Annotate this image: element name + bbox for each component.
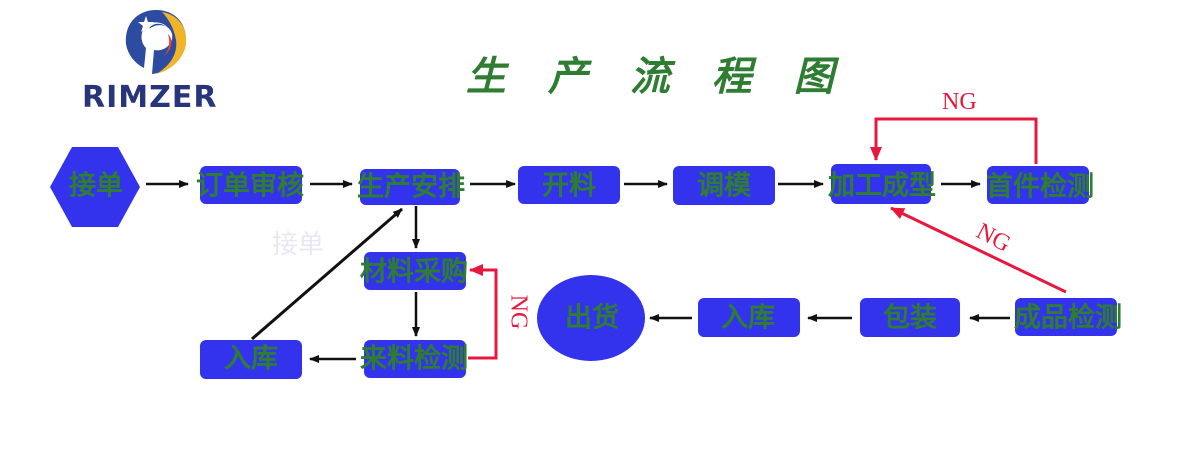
node-material-storage-label: 入库 — [224, 343, 278, 375]
node-incoming-inspection-shape — [364, 340, 466, 378]
node-shipping-label: 出货 — [565, 302, 619, 334]
arrow-storage-to-schedule — [251, 207, 403, 341]
node-shipping-shape — [537, 275, 645, 361]
watermark-text: 接单 — [272, 230, 325, 260]
node-packaging-shape — [860, 298, 960, 337]
node-first-inspection-label: 首件检测 — [986, 171, 1094, 203]
node-production-schedule-label: 生产安排 — [357, 171, 465, 203]
node-forming-shape — [831, 164, 931, 204]
node-first-inspection-shape — [987, 166, 1089, 204]
node-cutting-label: 开料 — [542, 170, 596, 202]
node-forming-label: 加工成型 — [828, 170, 936, 202]
node-receive-order-shape — [50, 147, 140, 227]
node-production-schedule-shape — [360, 169, 460, 205]
node-material-storage-shape — [200, 340, 302, 379]
node-cutting-shape — [518, 166, 620, 204]
ng-arrow-finished-to-forming — [890, 206, 1067, 294]
brand-name: RIMZER — [82, 80, 218, 115]
node-incoming-inspection-label: 来料检测 — [360, 343, 468, 375]
node-material-purchase-label: 材料采购 — [360, 256, 468, 288]
node-packaging-label: 包装 — [883, 302, 937, 334]
node-receive-order-label: 接单 — [69, 170, 123, 202]
node-finished-inspection-shape — [1015, 298, 1117, 336]
node-mold-adjust-label: 调模 — [697, 170, 751, 202]
node-order-review-label: 订单审核 — [196, 170, 304, 202]
ng-arrow-first-inspection-to-forming — [870, 117, 1038, 164]
rimzer-logo-icon — [125, 10, 187, 74]
ng-label-first-inspection: NG — [942, 89, 977, 115]
node-finished-inspection-label: 成品检测 — [1014, 302, 1122, 334]
diagram-title: 生 产 流 程 图 — [466, 53, 848, 100]
node-mold-adjust-shape — [673, 166, 775, 205]
ng-label-incoming-inspection: NG — [505, 294, 532, 330]
node-material-purchase-shape — [364, 252, 466, 290]
node-product-storage-shape — [698, 298, 800, 337]
ng-arrow-incoming-to-purchase — [468, 264, 498, 360]
node-order-review-shape — [200, 166, 302, 204]
node-product-storage-label: 入库 — [721, 302, 775, 334]
